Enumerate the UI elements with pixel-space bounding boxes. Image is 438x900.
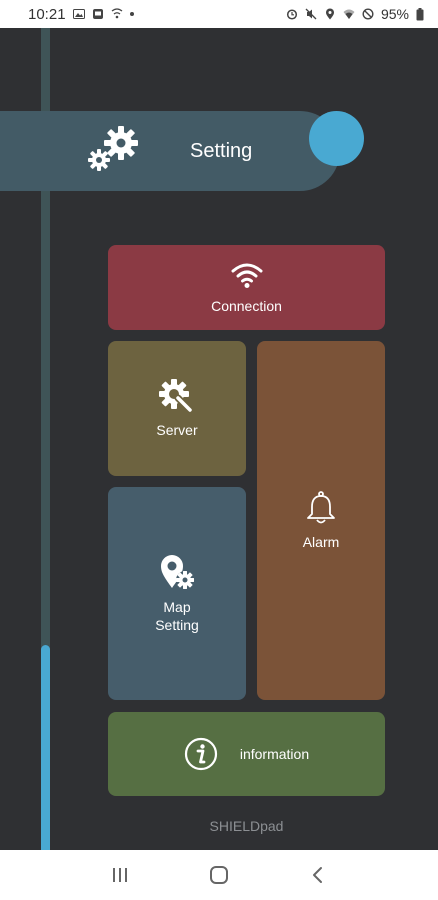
bell-icon <box>307 490 335 523</box>
map-setting-label-line2: Setting <box>155 616 199 633</box>
information-tile[interactable]: information <box>108 712 385 796</box>
wifi-icon <box>343 9 355 19</box>
connection-tile[interactable]: Connection <box>108 245 385 330</box>
status-bar: 10:21 95% <box>0 0 438 28</box>
info-icon <box>184 737 217 771</box>
home-icon <box>209 866 228 884</box>
recent-apps-icon <box>112 868 127 882</box>
status-time: 10:21 <box>28 5 66 23</box>
server-tile[interactable]: Server <box>108 341 246 476</box>
battery-icon <box>416 7 424 20</box>
location-icon <box>325 8 334 20</box>
map-setting-label-line1: Map <box>163 598 191 615</box>
progress-rail <box>41 28 50 850</box>
battery-percent: 95% <box>380 6 409 22</box>
header-knob[interactable] <box>309 111 364 166</box>
information-label: information <box>239 746 310 762</box>
alarm-icon <box>286 9 298 20</box>
home-button[interactable] <box>199 855 239 895</box>
status-left: 10:21 <box>28 6 134 23</box>
do-not-disturb-icon <box>362 8 374 20</box>
mute-icon <box>305 8 317 20</box>
alarm-tile[interactable]: Alarm <box>257 341 385 700</box>
back-button[interactable] <box>298 855 338 895</box>
server-gear-icon <box>159 378 194 413</box>
wifi-calling-icon <box>111 8 122 19</box>
back-icon <box>313 867 323 883</box>
alarm-label: Alarm <box>302 533 340 550</box>
progress-rail-fill <box>41 644 50 850</box>
recent-apps-button[interactable] <box>100 855 140 895</box>
connection-label: Connection <box>211 297 282 314</box>
dot-icon <box>129 12 134 16</box>
gears-icon <box>88 126 138 171</box>
map-setting-label: Map Setting <box>155 598 199 634</box>
map-pin-gear-icon <box>161 554 194 589</box>
screen-record-icon <box>92 9 103 19</box>
brand-footer: SHIELDpad <box>209 818 284 834</box>
map-setting-tile[interactable]: Map Setting <box>108 487 246 700</box>
server-label: Server <box>156 421 198 438</box>
navigation-bar <box>0 850 438 900</box>
image-icon <box>72 9 85 19</box>
wifi-icon <box>231 263 262 288</box>
status-right: 95% <box>286 6 424 22</box>
page-title: Setting <box>190 140 253 162</box>
header-banner: Setting <box>0 111 340 191</box>
